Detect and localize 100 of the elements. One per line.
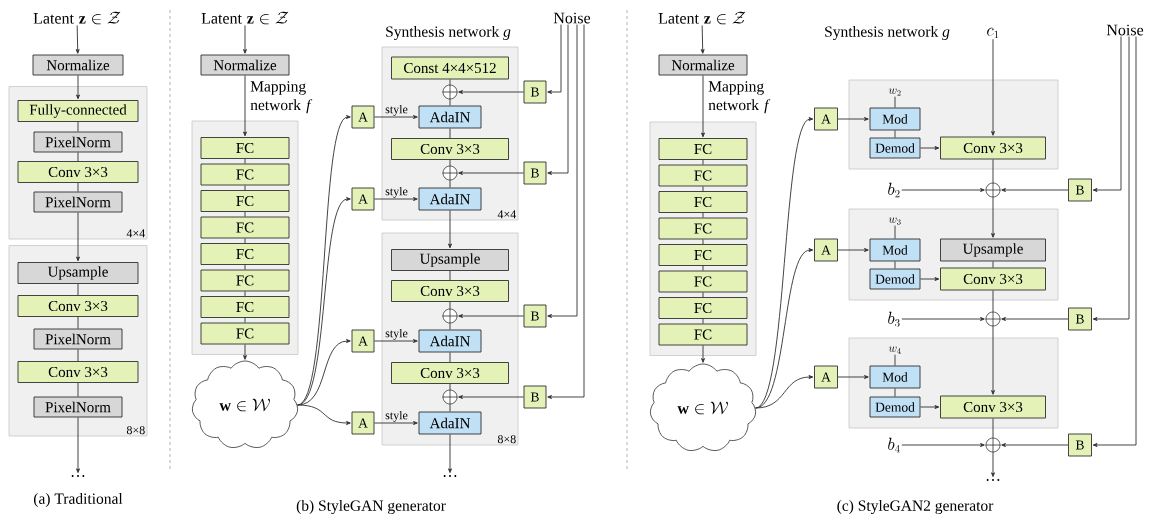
connector-line (449, 98, 451, 106)
arrow (243, 25, 247, 54)
edge-label: style (385, 186, 408, 198)
sum-circle (985, 437, 1001, 453)
network-label: Mapping network f (250, 81, 313, 114)
layer-box: B (523, 385, 547, 409)
layer-box: Demod (869, 396, 921, 418)
layer-box: PixelNorm (33, 328, 123, 350)
edge-label: style (385, 104, 408, 116)
connector-line (244, 264, 246, 270)
connector-line (244, 317, 246, 323)
layer-box: FC (200, 243, 290, 265)
sum-circle (442, 389, 458, 405)
layer-box: Conv 3×3 (391, 280, 509, 302)
layer-box: Conv 3×3 (391, 138, 509, 160)
sum-circle (985, 182, 1001, 198)
layer-box: B (1068, 307, 1092, 331)
input-label: … (71, 475, 85, 477)
layer-box: Conv 3×3 (391, 362, 509, 384)
connector-line (702, 159, 704, 165)
connector-line (449, 301, 451, 310)
connector-line (449, 403, 451, 412)
layer-box: Normalize (200, 54, 290, 76)
arrow (991, 451, 995, 478)
arrow (1001, 188, 1069, 192)
layer-box: FC (658, 217, 748, 240)
connector-line (449, 79, 451, 86)
network-label: Synthesis network g (386, 25, 511, 41)
layer-box: A (351, 329, 375, 353)
layer-box: Const 4×4×512 (391, 56, 509, 80)
layer-box: Normalize (658, 54, 748, 76)
layer-box: FC (658, 244, 748, 266)
layer-box: FC (200, 190, 290, 212)
layer-box: FC (658, 323, 748, 346)
sum-circle (442, 165, 458, 181)
arrow (448, 434, 452, 474)
connector-line (77, 349, 79, 362)
variable-label: $w_3$ (888, 217, 901, 225)
connector-line (702, 265, 704, 271)
arrow (75, 25, 80, 54)
layer-box: Fully-connected (17, 100, 139, 122)
layer-box: Conv 3×3 (17, 361, 139, 383)
variable-label: $w_2$ (888, 88, 901, 96)
arrow (547, 24, 585, 399)
arrow (901, 317, 985, 321)
sum-circle (442, 308, 458, 324)
variable-label: $\text{Latent}\;\mathbf{z}\in\mathcal{Z}$ (33, 11, 121, 25)
arrow (920, 146, 940, 150)
layer-box: AdaIN (418, 411, 482, 435)
connector-line (894, 130, 896, 138)
layer-box: Conv 3×3 (17, 295, 139, 317)
arrow (448, 210, 452, 249)
layer-box: A (814, 107, 838, 131)
layer-box: B (523, 304, 547, 328)
layer-box: Mod (869, 365, 921, 389)
arrow (700, 25, 705, 54)
variable-label: $\text{Latent}\;\mathbf{z}\in\mathcal{Z}$ (658, 11, 746, 25)
layer-box: FC (658, 270, 748, 293)
arrow (374, 197, 418, 201)
curved-arrow (755, 375, 814, 409)
connector-line (894, 354, 896, 366)
layer-box: Upsample (17, 262, 139, 284)
sum-circle (442, 84, 458, 100)
arrow (458, 395, 524, 399)
layer-box: AdaIN (418, 329, 482, 353)
layer-box: FC (200, 322, 290, 345)
connector-line (992, 159, 994, 184)
arrow (901, 188, 985, 192)
layer-box: A (814, 365, 838, 389)
arrow (701, 75, 705, 138)
variable-label: $\text{Latent}\;\mathbf{z}\in\mathcal{Z}$ (201, 11, 289, 25)
arrow (991, 325, 995, 395)
layer-box: Conv 3×3 (940, 267, 1046, 291)
layer-box: FC (200, 296, 290, 318)
layer-box: B (1068, 433, 1092, 457)
connector-line (449, 270, 451, 281)
arrow (547, 24, 578, 318)
connector-line (244, 291, 246, 297)
network-label: Mapping network f (708, 81, 771, 114)
connector-line (244, 158, 246, 164)
sum-circle (985, 311, 1001, 327)
arrow (374, 115, 418, 119)
layer-box: Mod (869, 107, 921, 131)
layer-box: B (523, 80, 547, 104)
arrow (374, 421, 418, 425)
connector-line (449, 128, 451, 139)
connector-line (77, 182, 79, 192)
arrow (243, 75, 247, 137)
edge-label: style (385, 410, 408, 422)
arrow (1092, 36, 1130, 321)
variable-label: $b_4$ (888, 437, 900, 453)
layer-box: FC (658, 191, 748, 213)
layer-box: Normalize (32, 54, 124, 76)
connector-line (702, 292, 704, 298)
layer-box: A (351, 187, 375, 211)
layer-box: FC (200, 216, 290, 239)
connector-line (702, 318, 704, 324)
layer-box: Conv 3×3 (17, 161, 139, 183)
network-label: Synthesis network g (825, 25, 950, 41)
layer-box: Upsample (940, 238, 1046, 262)
